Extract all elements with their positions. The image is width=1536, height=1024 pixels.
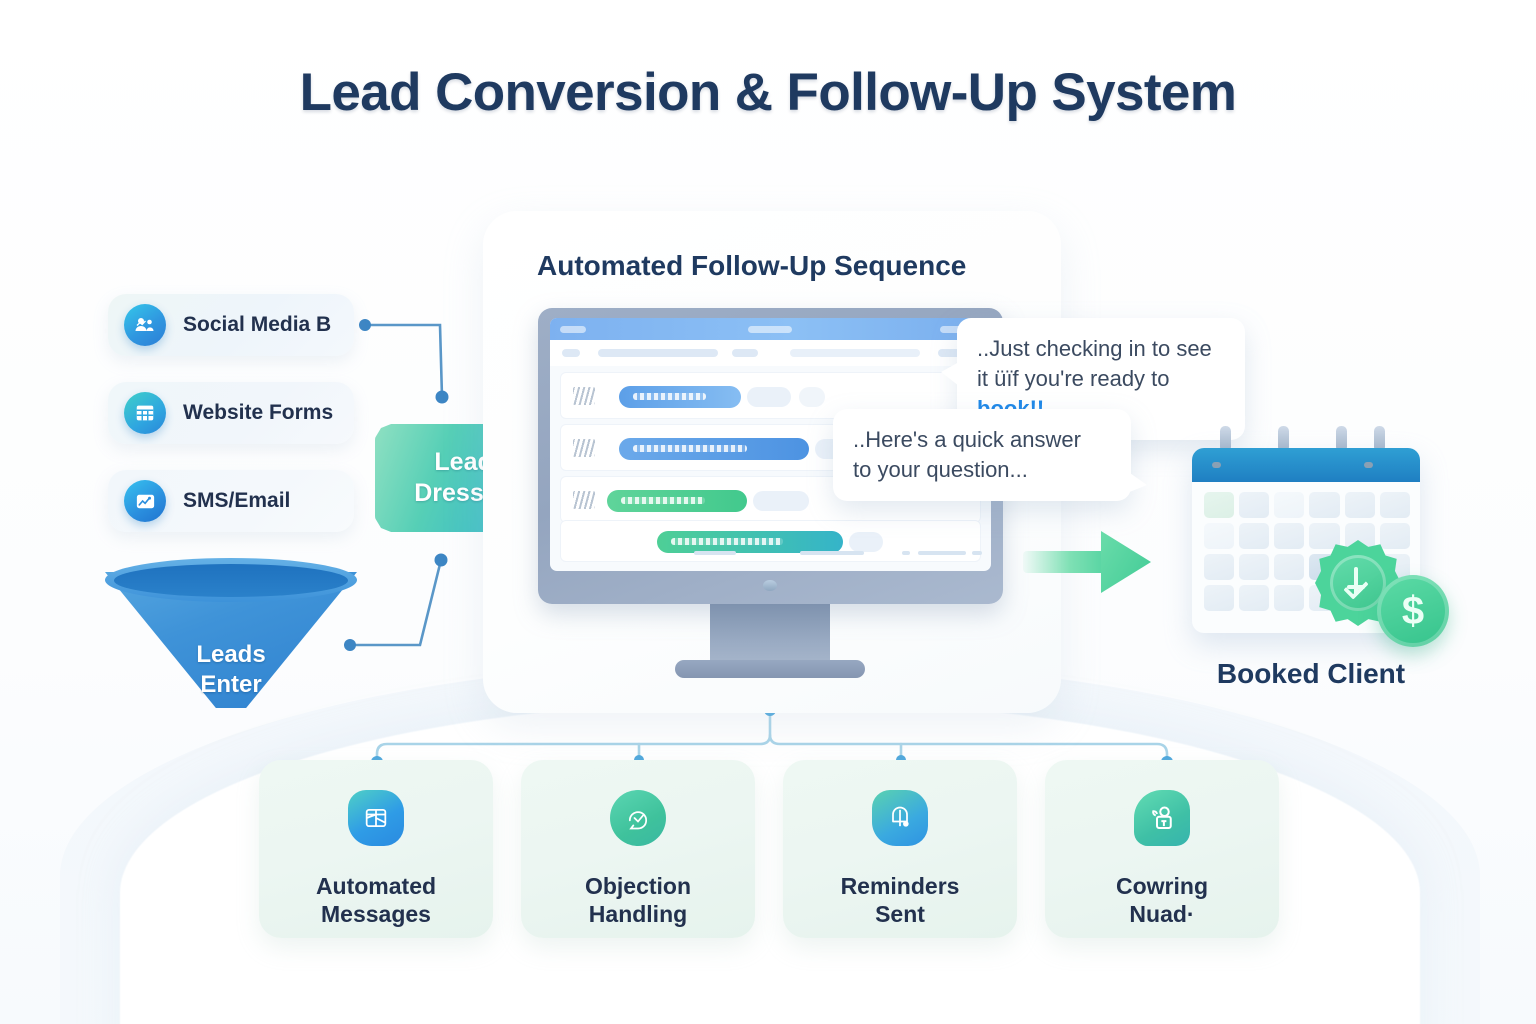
nurture-lock-icon: [1134, 790, 1190, 846]
feature-card-nurture[interactable]: Cowring Nuad·: [1045, 760, 1279, 938]
calendar-cell[interactable]: [1274, 554, 1305, 580]
source-card-social-media[interactable]: Social Media B: [108, 294, 354, 356]
source-card-label: SMS/Email: [183, 489, 291, 512]
calendar-cell[interactable]: [1239, 554, 1270, 580]
feature-label-line1: Reminders: [840, 873, 960, 899]
booked-client-label: Booked Client: [1216, 658, 1406, 689]
form-grid-icon: [124, 392, 166, 434]
row-glyph-icon: [573, 439, 595, 457]
feature-card-label: Reminders Sent: [841, 872, 960, 928]
speech-bubble-answer: ..Here's a quick answer to your question…: [833, 409, 1147, 501]
sequence-panel-title: Automated Follow-Up Sequence: [537, 250, 967, 281]
calendar-cell[interactable]: [1309, 523, 1340, 549]
monitor-power-button[interactable]: [763, 580, 777, 591]
arrow-shaft: [1023, 551, 1109, 573]
feature-label-line2: Sent: [875, 901, 925, 927]
bubble-line1: ..Here's a quick answer: [853, 427, 1081, 452]
calendar-cell[interactable]: [1204, 585, 1235, 611]
feature-label-line1: Cowring: [1116, 873, 1208, 899]
calendar-ring: [1374, 426, 1385, 452]
calendar-cell[interactable]: [1274, 523, 1305, 549]
dollar-coin-icon: $: [1377, 575, 1449, 647]
gear-hub: [1330, 555, 1386, 611]
automated-messages-icon: [348, 790, 404, 846]
bubble-tail: [941, 362, 959, 386]
calendar-cell[interactable]: [1239, 523, 1270, 549]
workflow-row[interactable]: [560, 520, 981, 562]
leads-funnel: Leads Enter: [105, 558, 357, 708]
arrow-head: [1101, 531, 1151, 593]
feature-label-line2: Messages: [321, 901, 431, 927]
calendar-cell[interactable]: [1274, 492, 1305, 518]
calendar-cell[interactable]: [1274, 585, 1305, 611]
bubble-line2: to your question...: [853, 457, 1028, 482]
feature-label-line2: Handling: [588, 901, 688, 927]
feature-label-line2: Nuad·: [1129, 901, 1195, 927]
calendar-cell[interactable]: [1309, 492, 1340, 518]
feature-card-objection-handling[interactable]: Objection Handling: [521, 760, 755, 938]
conversion-arrow-icon: [1023, 531, 1151, 593]
calendar-cell[interactable]: [1344, 492, 1375, 518]
source-card-website-forms[interactable]: Website Forms: [108, 382, 354, 444]
calendar-cell[interactable]: [1239, 585, 1270, 611]
feature-card-automated-messages[interactable]: Automated Messages: [259, 760, 493, 938]
bubble-tail: [1127, 471, 1147, 493]
feature-card-label: Cowring Nuad·: [1116, 872, 1208, 928]
calendar-ring: [1220, 426, 1231, 452]
calendar-header: [1192, 448, 1420, 482]
feature-card-label: Automated Messages: [316, 872, 436, 928]
calendar-cell[interactable]: [1204, 523, 1235, 549]
social-media-icon: [124, 304, 166, 346]
calendar-cell[interactable]: [1239, 492, 1270, 518]
page-title: Lead Conversion & Follow-Up System: [299, 63, 1237, 122]
source-card-label: Website Forms: [183, 401, 334, 424]
calendar-cell[interactable]: [1204, 554, 1235, 580]
feature-label-line1: Automated: [315, 873, 437, 899]
app-toolbar: [550, 340, 991, 366]
funnel-label: Leads Enter: [105, 640, 357, 700]
calendar-cell[interactable]: [1379, 492, 1410, 518]
funnel-label-line1: Leads: [196, 641, 266, 668]
message-chart-icon: [124, 480, 166, 522]
app-statusbar: [560, 546, 982, 560]
funnel-label-line2: Enter: [200, 671, 262, 698]
reminders-sent-icon: [872, 790, 928, 846]
app-titlebar: [550, 318, 991, 340]
calendar-ring: [1278, 426, 1289, 452]
gear-arrow-stem: [1354, 567, 1358, 595]
objection-handling-icon: [610, 790, 666, 846]
dollar-symbol: $: [1401, 589, 1425, 633]
feature-card-label: Objection Handling: [585, 872, 691, 928]
calendar-cell[interactable]: [1379, 523, 1410, 549]
funnel-rim-inner: [114, 564, 348, 597]
source-card-sms-email[interactable]: SMS/Email: [108, 470, 354, 532]
row-glyph-icon: [573, 387, 595, 405]
calendar-ring: [1336, 426, 1347, 452]
feature-card-reminders-sent[interactable]: Reminders Sent: [783, 760, 1017, 938]
monitor-stand-neck: [710, 604, 830, 668]
monitor: [538, 308, 1003, 698]
bubble-text: ..Just checking in to see it üïf you're …: [977, 336, 1212, 391]
monitor-stand-base: [675, 660, 865, 678]
row-glyph-icon: [573, 491, 595, 509]
calendar-cell[interactable]: [1204, 492, 1235, 518]
source-card-label: Social Media B: [183, 313, 332, 336]
feature-label-line1: Objection: [584, 873, 692, 899]
